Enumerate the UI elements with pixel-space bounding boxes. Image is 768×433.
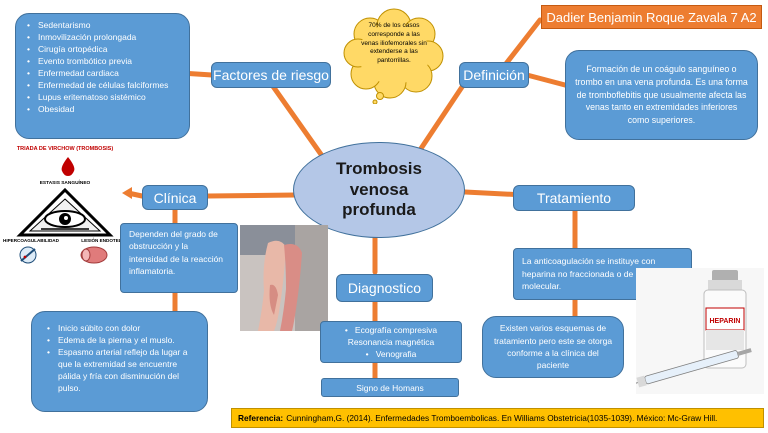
list-item: Inmovilización prolongada <box>27 31 183 43</box>
clinica-text-content: Dependen del grado de obstrucción y la i… <box>129 229 224 276</box>
connector-definicion-text <box>524 72 568 88</box>
list-item: Cirugía ortopédica <box>27 43 183 55</box>
connector-clinica <box>205 192 298 199</box>
cloud-callout: 70% de los casos corresponde a las venas… <box>342 8 446 104</box>
triangle-eye-icon <box>16 187 114 237</box>
connector-arrowhead <box>122 187 132 199</box>
central-title: Trombosis venosa profunda <box>336 159 422 220</box>
list-item: Sedentarismo <box>27 19 183 31</box>
reference-text: Cunningham,G. (2014). Enfermedades Tromb… <box>286 413 718 423</box>
triada-right-label: LESIÓN ENDOTELIAL <box>81 238 129 243</box>
leg-photo <box>240 225 328 331</box>
list-item: Enfermedad de células falciformes <box>27 79 183 91</box>
author-label: Dadier Benjamin Roque Zavala 7 A2 <box>541 5 762 29</box>
syringe-small-icon <box>19 246 37 264</box>
diagnostico-label: Diagnostico <box>336 274 433 302</box>
tratamiento-label: Tratamiento <box>513 185 635 211</box>
tratamiento-text-2: Existen varios esquemas de tratamiento p… <box>482 316 624 378</box>
clinica-list: Inicio súbito con dolor Edema de la pier… <box>42 322 199 394</box>
definicion-text: Formación de un coágulo sanguíneo o trom… <box>565 50 758 140</box>
vial-label: HEPARIN <box>710 318 741 325</box>
factores-list: Sedentarismo Inmovilización prolongada C… <box>22 19 183 116</box>
central-topic: Trombosis venosa profunda <box>293 142 465 238</box>
list-item: Obesidad <box>27 103 183 115</box>
vessel-icon <box>80 246 108 264</box>
list-item: Enfermedad cardiaca <box>27 67 183 79</box>
diagnostico-list-box: Ecografía compresiva Resonancia magnétic… <box>320 321 462 363</box>
definicion-label: Definición <box>459 62 529 88</box>
list-item: Edema de la pierna y el muslo. <box>47 334 199 346</box>
factores-list-box: Sedentarismo Inmovilización prolongada C… <box>15 13 190 139</box>
diagnostico-list: Ecografía compresiva Resonancia magnétic… <box>345 324 437 361</box>
tratamiento-text-1-content: La anticoagulación se instituye con hepa… <box>522 256 673 292</box>
definicion-text-content: Formación de un coágulo sanguíneo o trom… <box>575 64 748 126</box>
clinica-list-box: Inicio súbito con dolor Edema de la pier… <box>31 311 208 412</box>
tratamiento-text-2-content: Existen varios esquemas de tratamiento p… <box>493 323 613 371</box>
factores-label: Factores de riesgo <box>211 62 331 88</box>
clinica-text: Dependen del grado de obstrucción y la i… <box>120 223 238 293</box>
connector-factores <box>262 72 328 163</box>
list-item: Lupus eritematoso sistémico <box>27 91 183 103</box>
homans-label: Signo de Homans <box>321 378 459 397</box>
list-item: Inicio súbito con dolor <box>47 322 199 334</box>
list-item: Resonancia magnética <box>347 336 435 347</box>
clinica-label: Clínica <box>142 185 208 210</box>
triada-title: TRIADA DE VIRCHOW (TROMBOSIS) <box>16 146 114 152</box>
list-item: Evento trombótico previa <box>27 55 183 67</box>
reference-label: Referencia: <box>238 413 284 423</box>
heparin-photo: HEPARIN <box>636 268 764 394</box>
list-item: Venografia <box>345 348 437 360</box>
cloud-shape <box>343 8 444 104</box>
triada-left-label: HIPERCOAGULABILIDAD <box>3 238 59 243</box>
blood-drop-icon <box>61 157 75 176</box>
connector-cloud <box>502 17 543 68</box>
reference-banner: Referencia: Cunningham,G. (2014). Enferm… <box>231 408 764 428</box>
cloud-text: 70% de los casos corresponde a las venas… <box>361 22 427 65</box>
triada-top-label: ESTASIS SANGUÍNEO <box>39 181 91 186</box>
list-item: Ecografía compresiva <box>345 324 437 336</box>
list-item: Espasmo arterial reflejo da lugar a que … <box>47 346 199 394</box>
